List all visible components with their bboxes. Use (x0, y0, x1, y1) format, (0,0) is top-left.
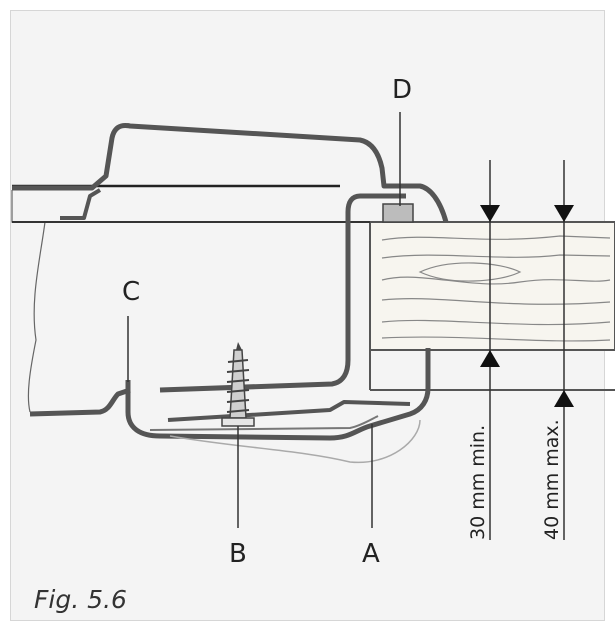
figure-caption: Fig. 5.6 (34, 585, 127, 614)
lower-slab (369, 350, 615, 391)
part-b-screw (221, 342, 255, 528)
part-a-bracket (167, 400, 411, 422)
label-d: D (392, 75, 412, 105)
part-d-seal (382, 203, 414, 223)
dimension-30mm (480, 160, 500, 540)
label-a: A (362, 539, 380, 569)
hob-housing (12, 123, 449, 223)
part-c-clamp (125, 348, 431, 441)
dim-30mm-label: 30 mm min. (467, 425, 489, 540)
hob-side-wall (159, 193, 406, 393)
dimension-40mm (554, 160, 574, 540)
worktop-wood (369, 221, 615, 351)
label-c: C (122, 277, 140, 307)
label-b: B (229, 539, 247, 569)
dim-40mm-label: 40 mm max. (541, 419, 563, 540)
